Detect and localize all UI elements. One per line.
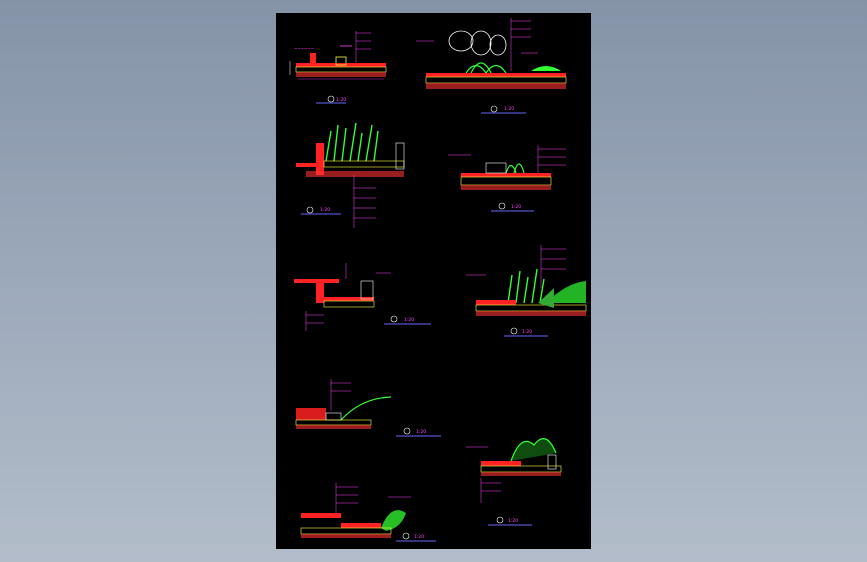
drawing-sheet: ~~~~~~ 1:20 1:20 bbox=[276, 13, 591, 549]
detail-9-caption: 1:20 bbox=[414, 534, 424, 540]
detail-5: 1:20 bbox=[294, 263, 431, 331]
detail-2-caption: 1:20 bbox=[504, 106, 514, 112]
detail-4-caption: 1:20 bbox=[511, 204, 521, 210]
detail-2: 1:20 bbox=[416, 18, 567, 114]
detail-8: 1:20 bbox=[466, 438, 562, 526]
detail-1-caption: 1:20 bbox=[336, 97, 346, 103]
svg-text:~~~~~~: ~~~~~~ bbox=[294, 46, 314, 51]
detail-3: 1:20 bbox=[296, 122, 405, 228]
detail-6-caption: 1:20 bbox=[522, 329, 532, 335]
detail-6: 1:20 bbox=[466, 245, 587, 337]
detail-3-caption: 1:20 bbox=[320, 207, 330, 213]
detail-8-caption: 1:20 bbox=[508, 518, 518, 524]
detail-7-caption: 1:20 bbox=[416, 429, 426, 435]
detail-4: 1:20 bbox=[448, 145, 566, 212]
detail-5-caption: 1:20 bbox=[404, 317, 414, 323]
detail-1: ~~~~~~ 1:20 bbox=[289, 31, 387, 104]
detail-9: 1:20 bbox=[300, 483, 436, 542]
detail-7: 1:20 bbox=[295, 379, 441, 437]
cad-drawing: ~~~~~~ 1:20 1:20 bbox=[289, 18, 587, 542]
